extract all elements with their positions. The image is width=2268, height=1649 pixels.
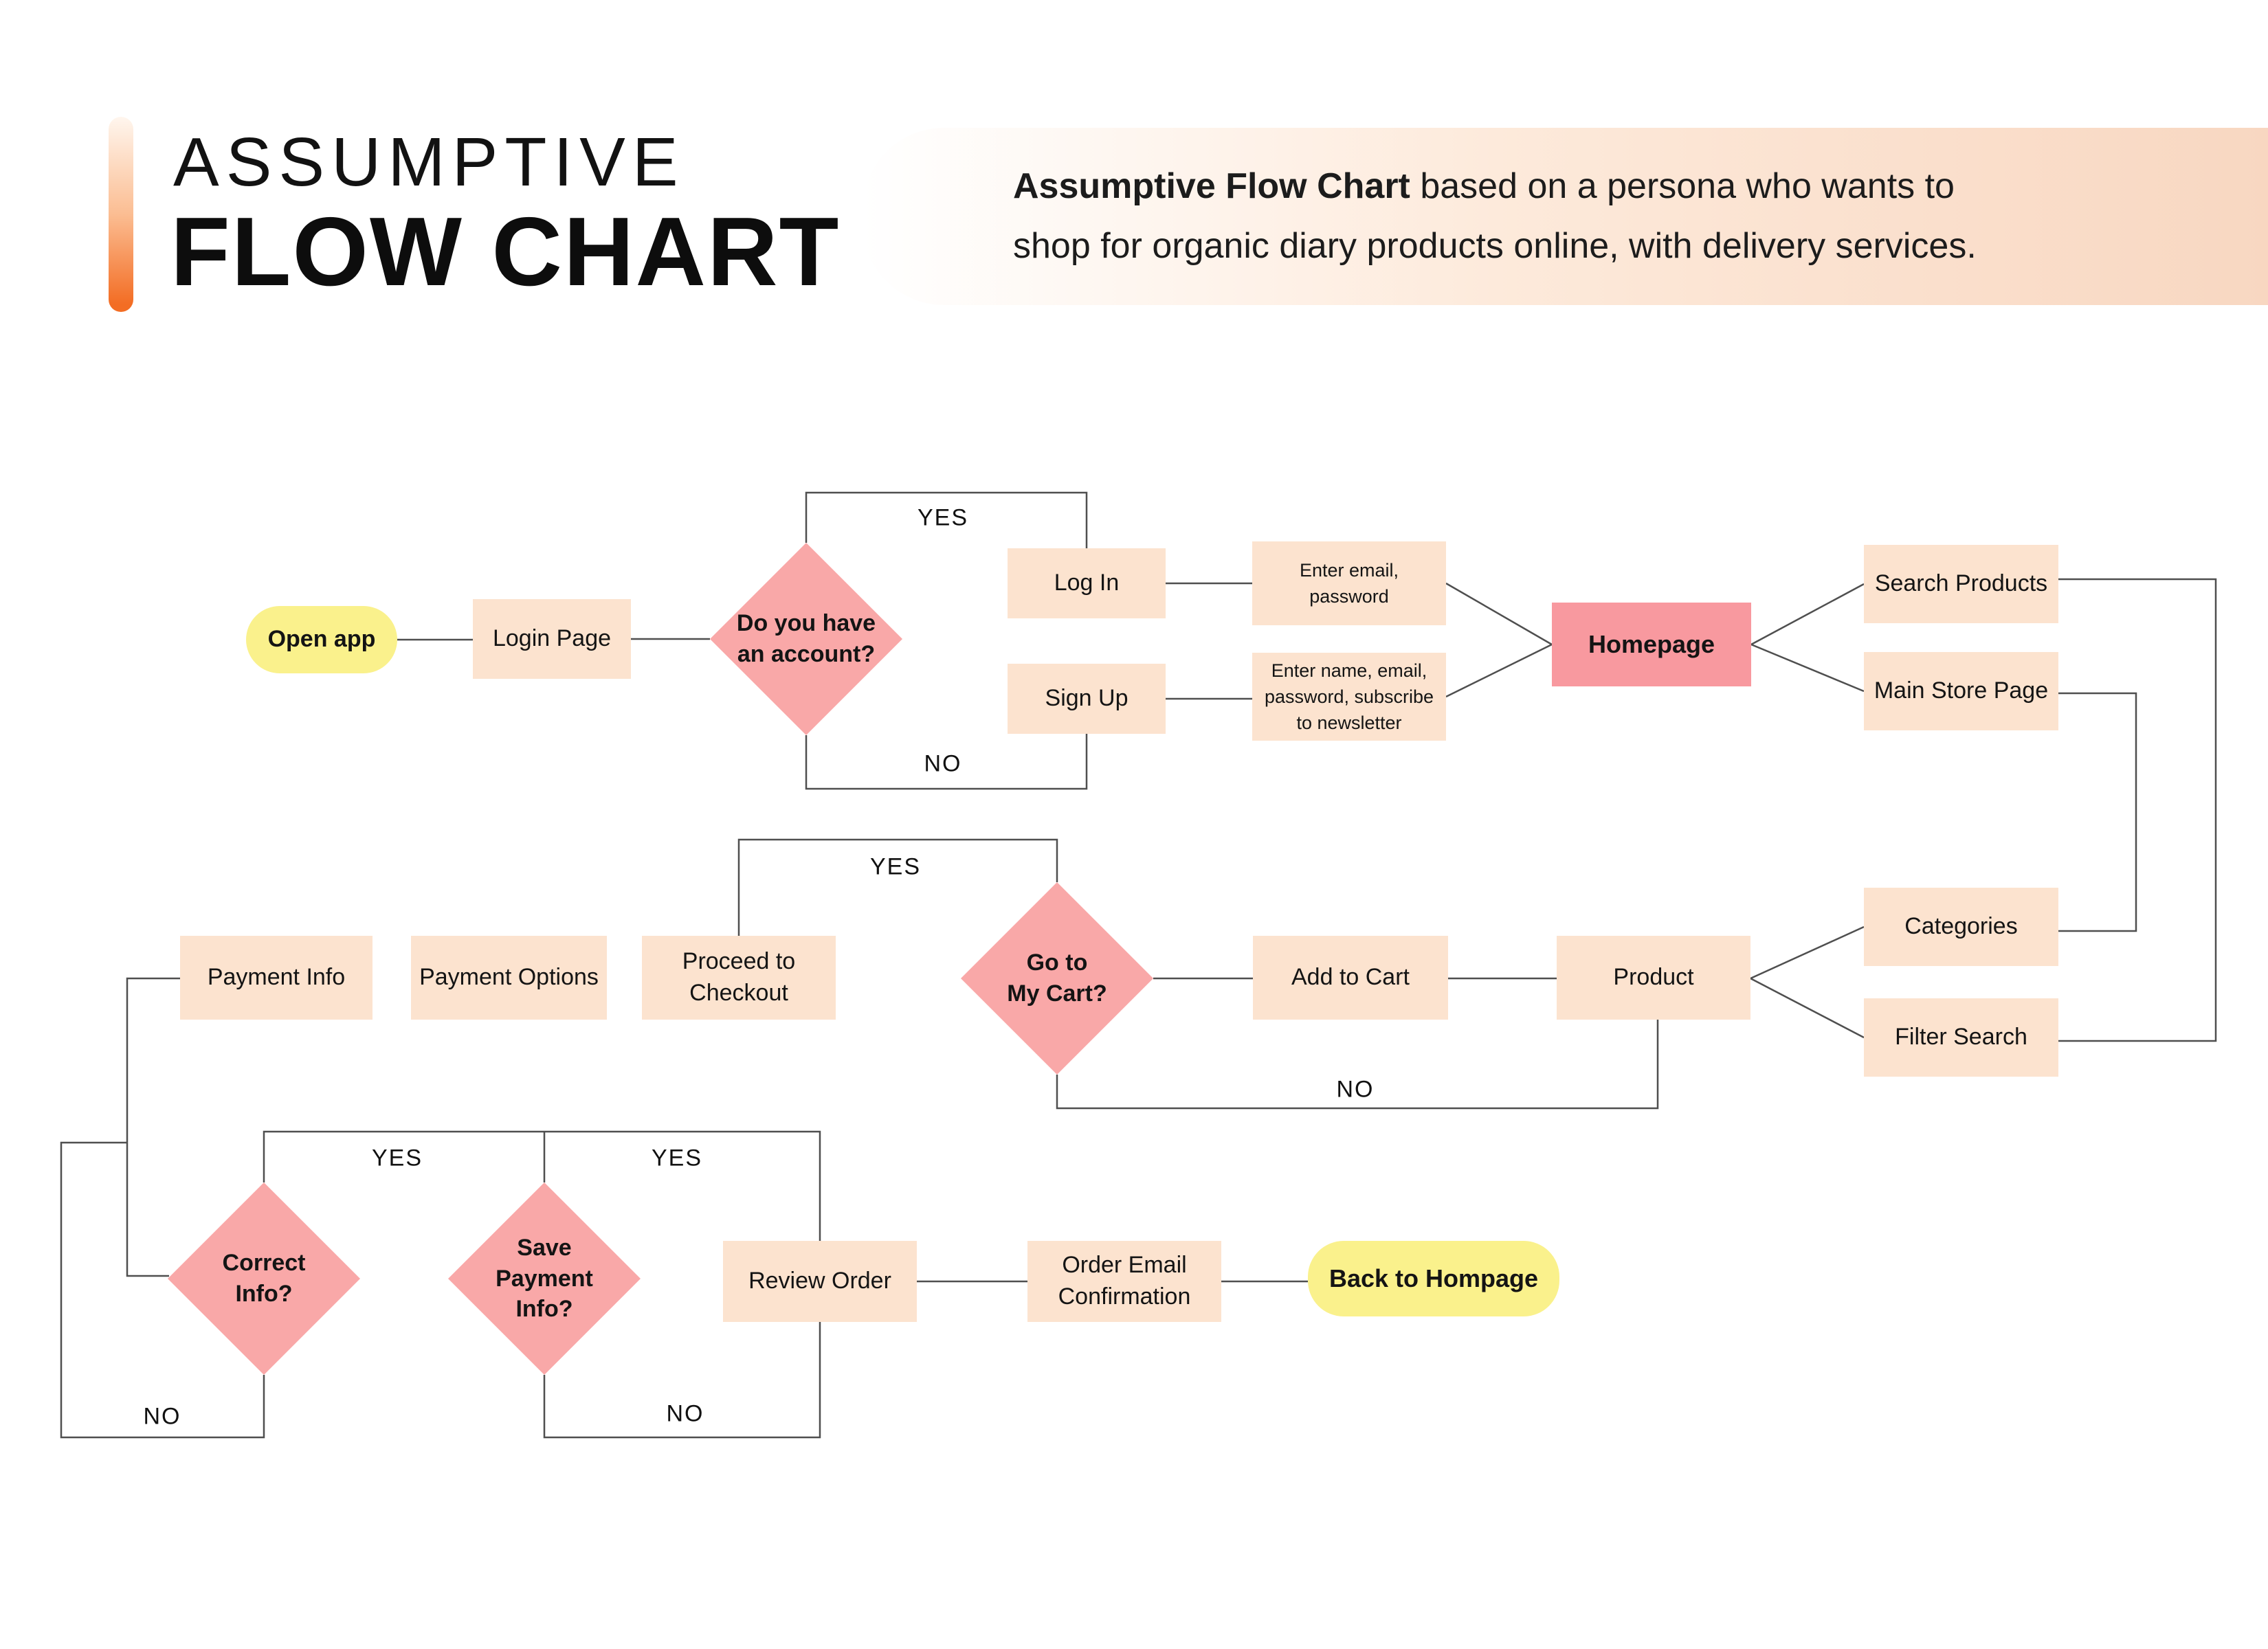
node-homepage: Homepage	[1552, 603, 1751, 686]
accent-bar	[109, 117, 133, 312]
edge-entername-homepage	[1445, 643, 1553, 698]
edge-search-filtersearch	[2058, 578, 2217, 1042]
node-enter-email-password: Enter email, password	[1252, 541, 1446, 625]
node-sign-up-label: Sign Up	[1045, 685, 1129, 712]
edge-homepage-mainstore	[1750, 643, 1865, 693]
node-payment-info-label: Payment Info	[207, 964, 346, 991]
decision-have-account-label: Do you have an account?	[736, 610, 876, 667]
node-open-app-label: Open app	[267, 626, 376, 653]
node-product: Product	[1557, 936, 1750, 1020]
edge-cart-no-product	[1056, 1016, 1659, 1110]
edge-label-yes-cart: YES	[869, 853, 922, 880]
edge-mainstore-categories	[2058, 692, 2137, 932]
decision-correct-info-label: Correct Info?	[222, 1250, 306, 1307]
edge-filtersearch-product	[1750, 977, 1865, 1039]
edge-enteremail-homepage	[1445, 582, 1553, 646]
node-categories-label: Categories	[1904, 913, 2018, 940]
node-enter-name-email-label: Enter name, email, password, subscribe t…	[1264, 660, 1434, 734]
edge-label-no-correct-info: NO	[143, 1403, 181, 1430]
node-proceed-to-checkout-label: Proceed to Checkout	[682, 948, 796, 1006]
node-search-products-label: Search Products	[1874, 570, 2048, 597]
node-open-app: Open app	[246, 606, 397, 673]
node-payment-options: Payment Options	[411, 936, 607, 1020]
node-payment-options-label: Payment Options	[419, 964, 599, 991]
edge-account-yes-login	[805, 491, 1088, 550]
node-back-to-homepage-label: Back to Hompage	[1328, 1264, 1539, 1292]
edge-account-no-signup	[805, 732, 1088, 790]
node-order-email-confirmation-label: Order Email Confirmation	[1058, 1252, 1191, 1310]
node-log-in-label: Log In	[1054, 570, 1120, 596]
edge-cart-yes-checkout	[737, 838, 1058, 941]
page-title-line1: ASSUMPTIVE	[173, 124, 685, 201]
edge-correctinfo-no-loop	[60, 1141, 265, 1439]
edge-label-yes-account: YES	[917, 504, 969, 531]
node-log-in: Log In	[1008, 548, 1166, 618]
edge-label-no-cart: NO	[1336, 1076, 1375, 1103]
node-review-order: Review Order	[723, 1241, 917, 1322]
node-product-label: Product	[1613, 964, 1694, 991]
node-add-to-cart: Add to Cart	[1253, 936, 1448, 1020]
node-enter-name-email: Enter name, email, password, subscribe t…	[1252, 653, 1446, 741]
node-login-page: Login Page	[473, 599, 631, 679]
decision-go-to-my-cart-label: Go to My Cart?	[1007, 950, 1107, 1007]
description-rest: based on a persona who wants to shop for…	[1013, 166, 1977, 266]
node-login-page-label: Login Page	[492, 625, 612, 652]
node-homepage-label: Homepage	[1588, 629, 1715, 658]
decision-save-payment-info-label: Save Payment Info?	[496, 1234, 593, 1323]
node-add-to-cart-label: Add to Cart	[1291, 964, 1410, 991]
page-title-line2: FLOW CHART	[170, 197, 841, 306]
node-categories: Categories	[1864, 888, 2058, 966]
edge-homepage-search	[1750, 583, 1865, 646]
edge-label-yes-save-payment: YES	[651, 1145, 703, 1171]
node-filter-search-label: Filter Search	[1895, 1024, 2027, 1051]
description-bold: Assumptive Flow Chart	[1013, 166, 1410, 206]
node-order-email-confirmation: Order Email Confirmation	[1027, 1241, 1221, 1322]
edge-label-no-account: NO	[924, 750, 962, 777]
edge-categories-product	[1750, 926, 1865, 980]
node-payment-info: Payment Info	[180, 936, 373, 1020]
edge-label-yes-correct-info: YES	[371, 1145, 423, 1171]
description-banner: Assumptive Flow Chart based on a persona…	[862, 128, 2268, 305]
node-back-to-homepage: Back to Hompage	[1308, 1241, 1559, 1316]
node-review-order-label: Review Order	[748, 1268, 891, 1294]
node-sign-up: Sign Up	[1008, 664, 1166, 734]
node-main-store-page-label: Main Store Page	[1874, 677, 2049, 704]
edge-correctinfo-yes-revieworder	[263, 1130, 821, 1244]
description-text: Assumptive Flow Chart based on a persona…	[1013, 157, 1977, 277]
node-proceed-to-checkout: Proceed to Checkout	[642, 936, 836, 1020]
node-enter-email-password-label: Enter email, password	[1299, 559, 1399, 607]
node-search-products: Search Products	[1864, 545, 2058, 623]
node-filter-search: Filter Search	[1864, 998, 2058, 1077]
edge-label-no-save-payment: NO	[666, 1400, 704, 1427]
edge-paymentinfo-correctinfo	[126, 977, 180, 1277]
node-main-store-page: Main Store Page	[1864, 652, 2058, 730]
edge-savepayment-no-revieworder	[543, 1319, 821, 1439]
